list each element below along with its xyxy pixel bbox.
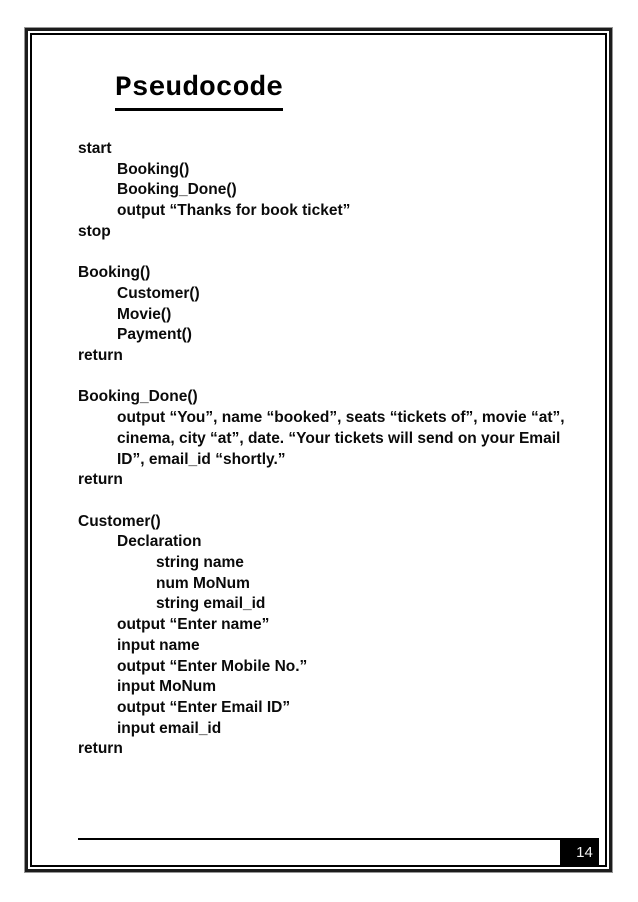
code-line: Payment() [117, 326, 192, 344]
code-line: output “Enter name” [117, 616, 270, 634]
code-line: start [78, 140, 112, 157]
code-line: Customer() [117, 284, 200, 302]
code-line: cinema, city “at”, date. “Your tickets w… [117, 429, 561, 447]
page-number: 14 [576, 844, 593, 861]
code-line [78, 367, 608, 388]
code-line: output “Enter Mobile No.” [117, 657, 308, 675]
code-line: input MoNum [117, 678, 217, 696]
code-line: output “You”, name “booked”, seats “tick… [117, 409, 565, 427]
code-line: Booking() [78, 264, 151, 282]
code-line: num MoNum [156, 574, 250, 592]
code-line: Booking_Done() [78, 388, 198, 406]
code-line: stop [78, 222, 111, 240]
footer-rule [78, 838, 560, 840]
code-line: string name [156, 554, 244, 572]
code-line: return [78, 347, 123, 365]
code-line: Booking() [117, 160, 190, 178]
code-line: Declaration [117, 533, 202, 551]
code-line [78, 491, 608, 512]
code-line: Customer() [78, 512, 161, 530]
code-line: input email_id [117, 719, 222, 737]
code-line: input name [117, 636, 200, 654]
code-line [78, 243, 608, 264]
code-line: Booking_Done() [117, 181, 237, 199]
code-line: string email_id [156, 595, 266, 613]
code-line: output “Enter Email ID” [117, 698, 291, 716]
code-line: return [78, 471, 123, 489]
page-title: Pseudocode [115, 72, 284, 111]
code-line: return [78, 740, 123, 758]
page-number-badge: 14 [560, 838, 599, 867]
code-line: output “Thanks for book ticket” [117, 202, 351, 220]
code-line: ID”, email_id “shortly.” [117, 450, 286, 468]
code-line: Movie() [117, 305, 172, 323]
